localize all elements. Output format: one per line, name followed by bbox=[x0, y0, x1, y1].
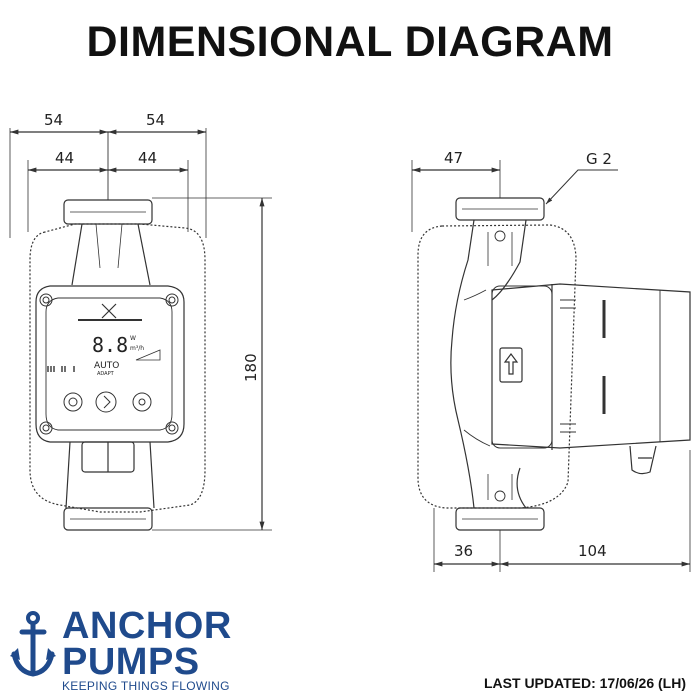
front-view bbox=[9, 128, 272, 531]
side-cable-connector bbox=[629, 445, 657, 475]
dim-label-36: 36 bbox=[454, 542, 473, 560]
logo-word-anchor: ANCHOR bbox=[62, 605, 232, 647]
display-auto: AUTO bbox=[94, 361, 119, 371]
display-unit-m3h: m³/h bbox=[130, 345, 144, 352]
dim-label-104: 104 bbox=[578, 542, 607, 560]
front-upper-neck bbox=[71, 223, 151, 286]
dim-label-54-left: 54 bbox=[44, 111, 63, 129]
display-unit-w: W bbox=[130, 335, 136, 342]
logo-tagline: KEEPING THINGS FLOWING bbox=[62, 679, 230, 693]
front-status-bars bbox=[47, 366, 75, 372]
front-brand-mark bbox=[78, 303, 142, 321]
side-flow-arrow-box bbox=[499, 347, 523, 383]
front-insulation-outline bbox=[29, 223, 206, 513]
side-pump-body bbox=[450, 219, 527, 509]
front-screws bbox=[39, 293, 179, 435]
last-updated: LAST UPDATED: 17/06/26 (LH) bbox=[484, 675, 686, 691]
front-bottom-flange bbox=[63, 507, 153, 531]
anchor-pumps-logo: ANCHOR PUMPS KEEPING THINGS FLOWING bbox=[10, 606, 250, 694]
dim-label-44-right: 44 bbox=[138, 149, 157, 167]
thread-leader bbox=[545, 169, 618, 205]
anchor-icon bbox=[10, 611, 56, 677]
front-level-wedge bbox=[135, 349, 161, 361]
front-lower-neck bbox=[65, 441, 155, 509]
thread-label: G 2 bbox=[586, 150, 612, 168]
side-view bbox=[417, 197, 691, 531]
front-motor-head bbox=[35, 285, 185, 443]
page-title: DIMENSIONAL DIAGRAM bbox=[86, 18, 614, 66]
dim-label-44-left: 44 bbox=[55, 149, 74, 167]
dim-label-47: 47 bbox=[444, 149, 463, 167]
dim-label-54-right: 54 bbox=[146, 111, 165, 129]
front-control-buttons bbox=[63, 391, 152, 413]
dim-label-180: 180 bbox=[242, 353, 260, 382]
side-motor-housing bbox=[491, 283, 691, 449]
logo-word-pumps: PUMPS bbox=[62, 641, 200, 683]
display-adapt: ADAPT bbox=[97, 371, 115, 377]
display-digits: 8.8 bbox=[92, 333, 128, 357]
side-flow-arrow bbox=[503, 353, 519, 375]
